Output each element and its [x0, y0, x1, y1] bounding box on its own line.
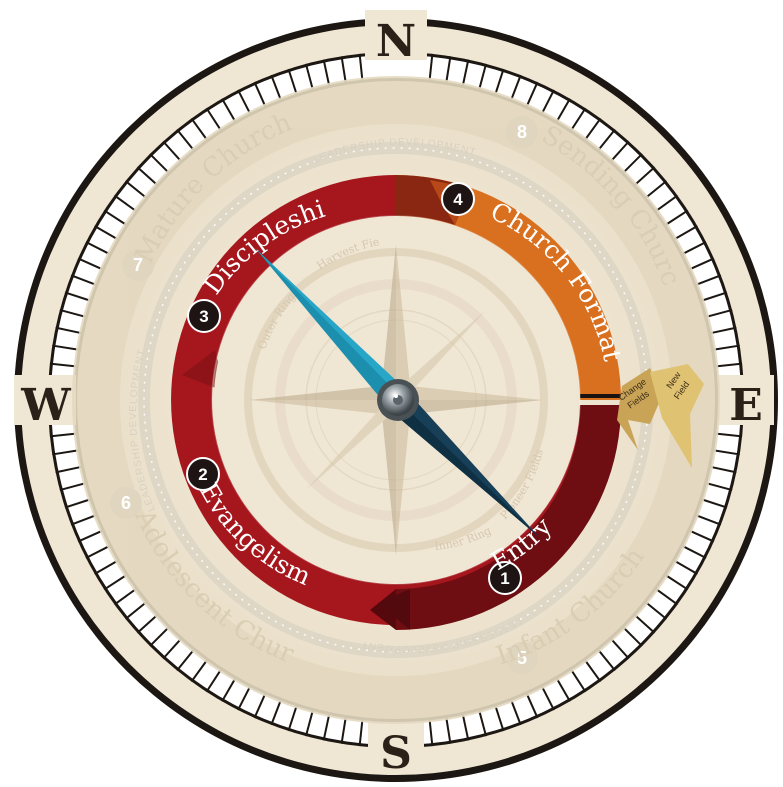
faded-stage-6-number: 6: [121, 493, 131, 513]
south-plaque: S: [368, 722, 424, 779]
west-plaque: W: [14, 375, 76, 431]
north-label: N: [376, 16, 416, 67]
west-label: W: [20, 380, 71, 431]
stage-3-number: 3: [199, 307, 208, 326]
south-label: S: [380, 728, 412, 779]
north-plaque: N: [365, 10, 427, 67]
east-label: E: [729, 380, 763, 431]
faded-stage-8-number: 8: [517, 122, 527, 142]
east-plaque: E: [718, 375, 774, 431]
stage-2-number: 2: [198, 465, 207, 484]
stage-4-number: 4: [453, 190, 463, 209]
